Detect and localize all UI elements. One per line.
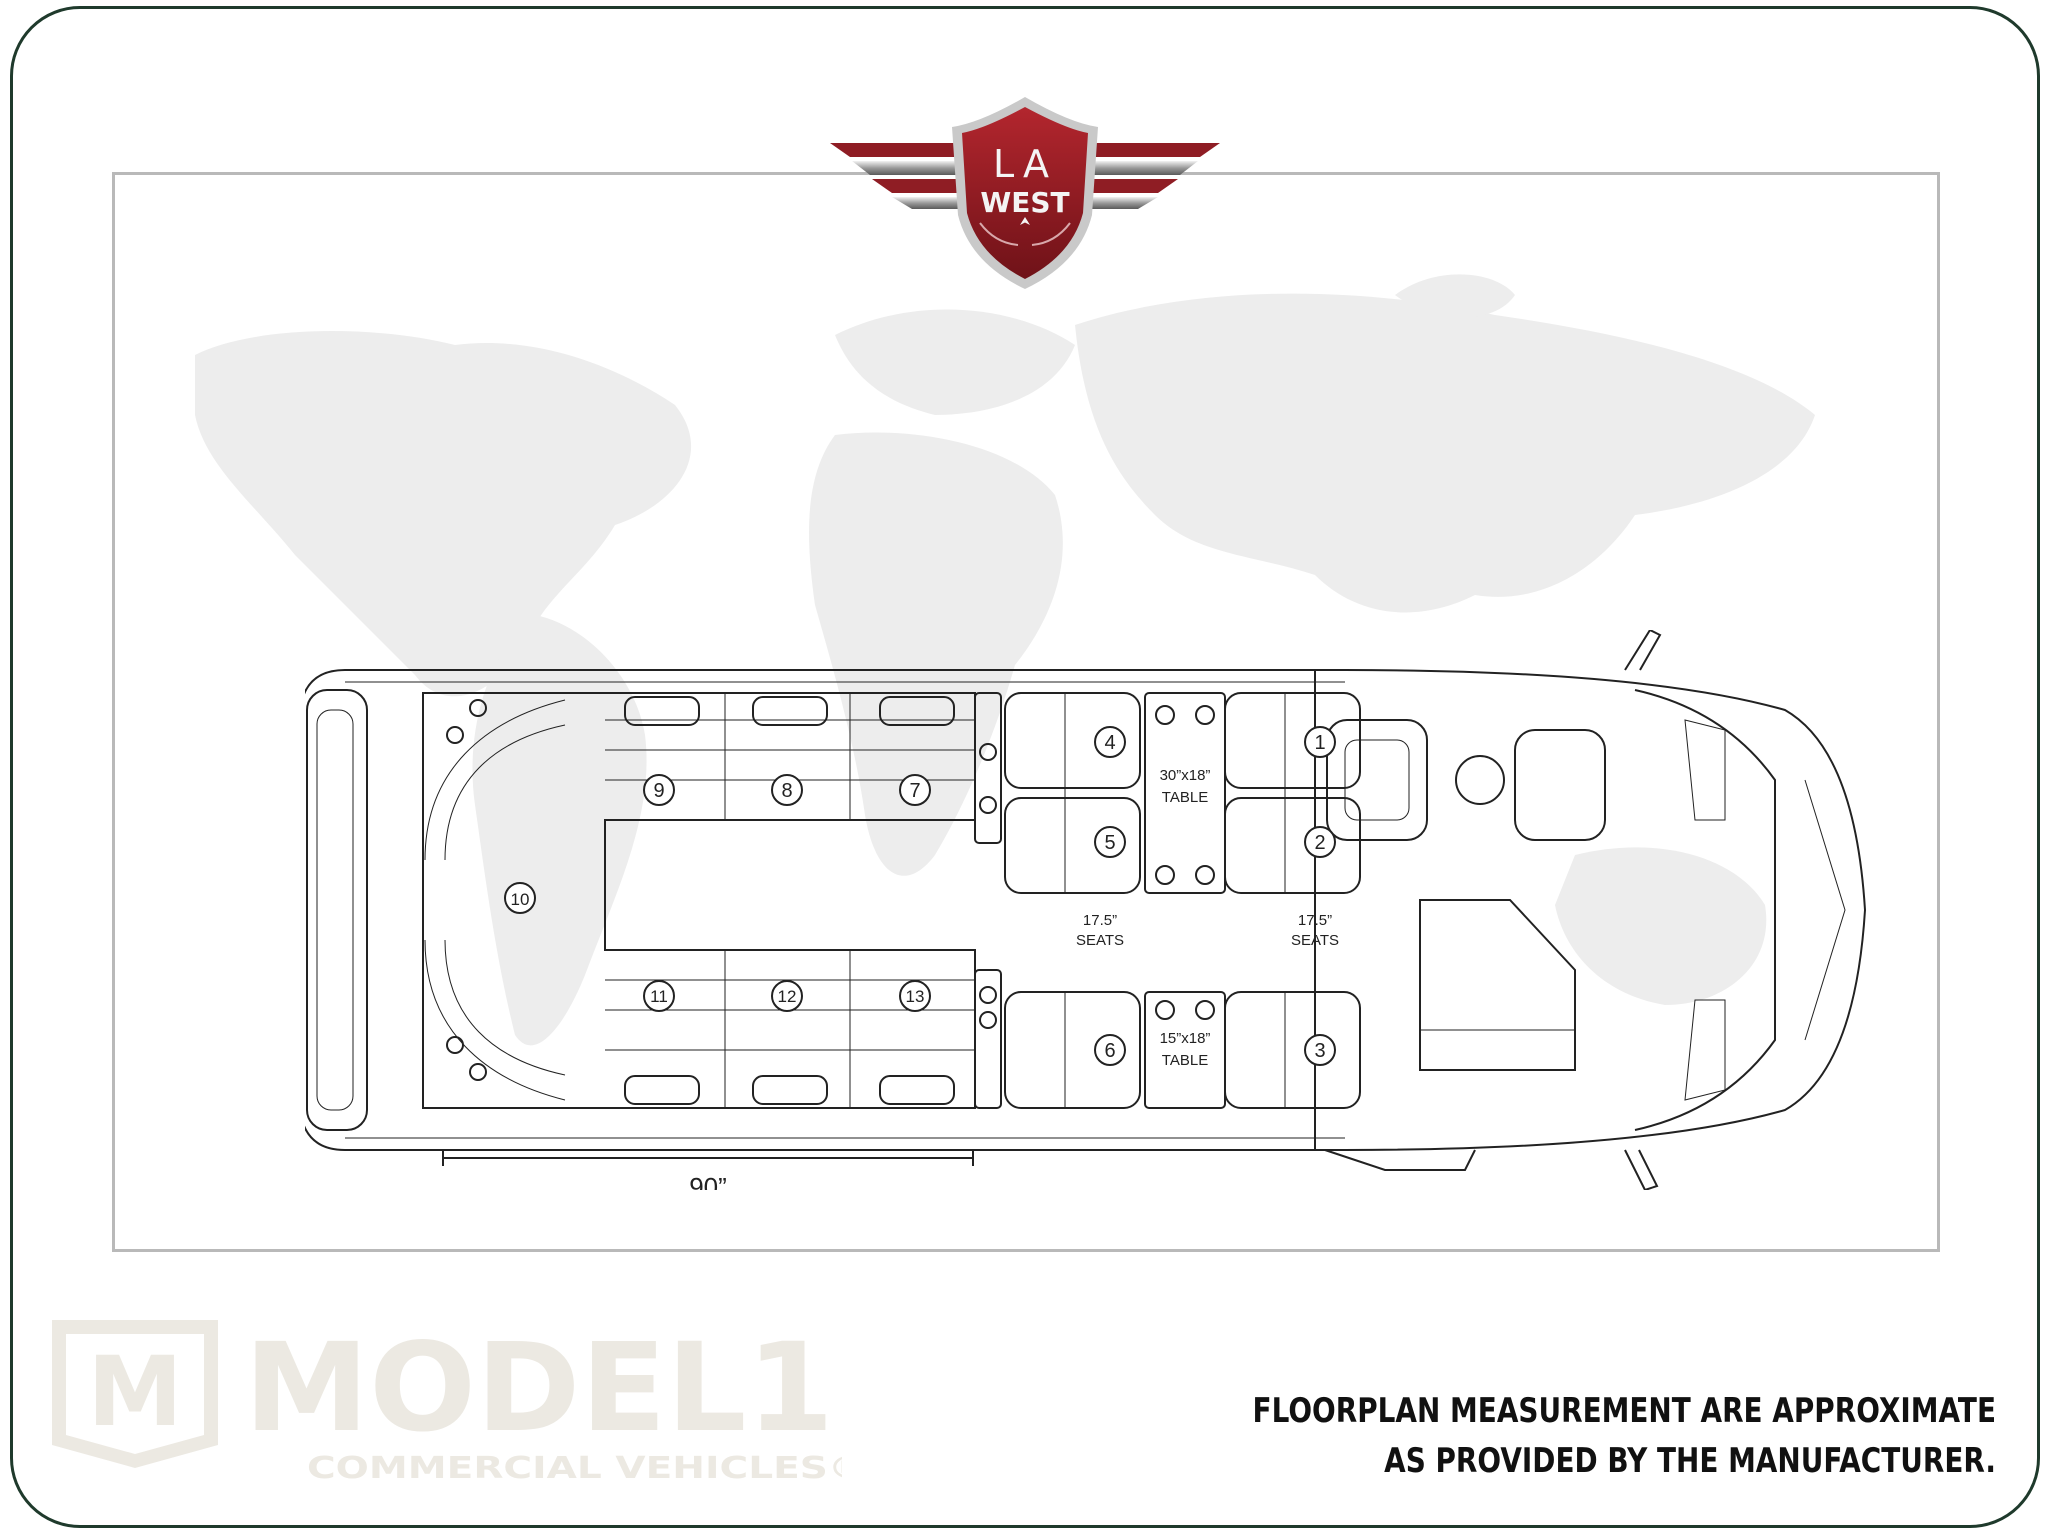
van-floorplan: 1 2 3 4 5 6 7 8 9 10 11 12 13 [305,630,1867,1190]
passenger-seat [1514,729,1606,841]
disclaimer-line-1: FLOORPLAN MEASUREMENT ARE APPROXIMATE [1252,1391,1996,1431]
mirror-top [1624,630,1662,671]
table-bottom [1144,991,1226,1109]
table-bottom-label: TABLE [1162,1052,1208,1069]
seat-width-right-label: SEATS [1291,932,1339,949]
rear-doors [306,689,368,1131]
driver-seat [1326,719,1428,841]
entry-step [1324,1149,1476,1171]
seat-number-12: 12 [778,987,797,1006]
seat-number-6: 6 [1104,1040,1115,1062]
dimension-line [442,1150,974,1166]
table-top [1144,692,1226,894]
logo-text-la: LA [993,142,1057,186]
van-body-outline [305,669,1867,1151]
model1-badge-letter: M [87,1336,183,1448]
logo-star-icon [1020,217,1030,225]
seat-number-5: 5 [1104,832,1115,854]
seat-number-10: 10 [511,890,530,909]
world-map-watermark [195,274,1815,1046]
table-top-size: 30”x18” [1160,767,1211,784]
mirror-bottom [1624,1149,1659,1190]
captain-seats-top [1004,692,1361,894]
seat-number-13: 13 [906,987,925,1006]
seat-number-8: 8 [781,780,792,802]
seat-width-right-size: 17.5” [1298,912,1332,929]
disclaimer: FLOORPLAN MEASUREMENT ARE APPROXIMATE AS… [1192,1386,1996,1486]
entry-stairwell [1419,899,1576,1071]
seat-number-3: 3 [1314,1040,1325,1062]
steering-wheel [1455,755,1505,805]
table-top-label: TABLE [1162,789,1208,806]
seat-number-2: 2 [1314,832,1325,854]
side-console-bottom [974,969,1002,1109]
logo-wings [830,143,1220,209]
seat-number-1: 1 [1314,732,1325,754]
seat-width-left-label: SEATS [1076,932,1124,949]
model1-subtitle: COMMERCIAL VEHICLES® [307,1451,842,1486]
seat-number-4: 4 [1104,732,1115,754]
seat-number-11: 11 [650,987,668,1006]
logo-laurel-icon [979,222,1071,246]
table-bottom-size: 15”x18” [1160,1030,1211,1047]
model1-logo: M MODEL1 COMMERCIAL VEHICLES® [52,1320,842,1486]
model1-wordmark: MODEL1 [244,1320,834,1459]
side-console-top [974,692,1002,844]
floorplan-frame: 1 2 3 4 5 6 7 8 9 10 11 12 13 [112,172,1940,1252]
seat-number-9: 9 [653,780,664,802]
disclaimer-line-2: AS PROVIDED BY THE MANUFACTURER. [1384,1441,1996,1481]
logo-text-west: WEST [980,186,1069,219]
seat-width-left-size: 17.5” [1083,912,1117,929]
seat-number-7: 7 [909,780,920,802]
dimension-label: 90” [689,1172,727,1190]
la-west-logo: LA WEST [830,97,1220,289]
